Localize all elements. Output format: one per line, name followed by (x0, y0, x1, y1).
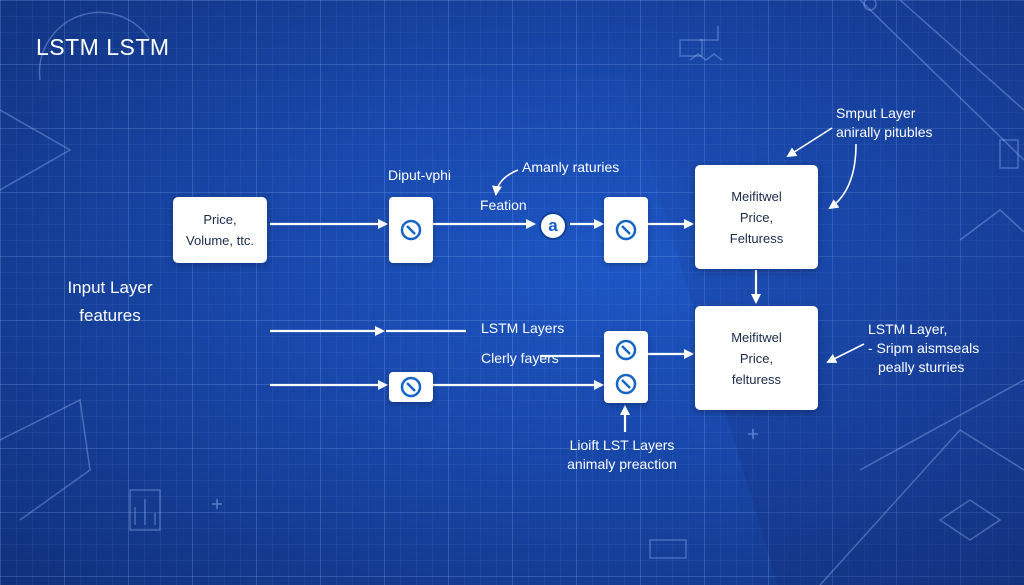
arrow-smput-curve (828, 143, 857, 210)
lioift-line1: Lioift LST Layers (569, 437, 675, 453)
no-entry-icon (400, 376, 422, 398)
label-feation: Feation (480, 197, 527, 213)
lstm-right-line3: peally sturries (878, 359, 965, 375)
lstm-right-line1: LSTM Layer, (868, 321, 948, 337)
smput-line2: anirally pitubles (836, 124, 933, 140)
output-bottom-line1: Meifitwel (731, 329, 782, 345)
lstm-right-line2: - Sripm aismseals (868, 340, 980, 356)
output-bottom-line2: Price, (739, 350, 774, 366)
output-top-line1: Meifitwel (731, 188, 782, 204)
smput-line1: Smput Layer (836, 105, 916, 121)
no-entry-icon (615, 219, 637, 241)
page-title: LSTM LSTM (36, 34, 170, 60)
lstm-node-2 (604, 197, 648, 263)
label-smput-layer: Smput Layer anirally pitubles (836, 104, 933, 142)
output-top-line3: Felturess (729, 230, 784, 246)
output-top-line2: Price, (739, 209, 774, 225)
input-features-box: Price, Volume, ttc. (173, 197, 267, 263)
no-entry-icon (615, 339, 637, 361)
arrow-smput (786, 127, 833, 158)
lioift-line2: animaly preaction (567, 456, 677, 472)
input-layer-side-label: Input Layer features (50, 274, 170, 330)
label-clerly-fayers: Clerly fayers (481, 350, 559, 366)
lstm-node-stack (604, 331, 648, 403)
no-entry-icon (615, 373, 637, 395)
no-entry-icon (400, 219, 422, 241)
input-layer-side-line2: features (79, 306, 141, 325)
input-box-line2: Volume, ttc. (186, 233, 254, 248)
label-diput-vphi: Diput-vphi (388, 167, 452, 183)
output-bottom-line3: felturess (731, 371, 782, 387)
input-box-line1: Price, (203, 212, 237, 227)
lstm-node-row3 (389, 372, 433, 402)
label-lstm-layers: LSTM Layers (481, 320, 565, 336)
output-box-top: Meifitwel Price, Felturess (695, 165, 818, 269)
arrow-lstm-right (826, 343, 865, 363)
arrow-amanly (492, 169, 519, 196)
lstm-node-1 (389, 197, 433, 263)
label-lstm-layer-right: LSTM Layer, - Sripm aismseals peally stu… (868, 320, 979, 377)
at-sign-icon: a (539, 212, 567, 240)
label-lioift: Lioift LST Layers animaly preaction (552, 436, 692, 474)
output-box-bottom: Meifitwel Price, felturess (695, 306, 818, 410)
label-amanly-raturies: Amanly raturies (522, 159, 620, 175)
input-layer-side-line1: Input Layer (67, 278, 153, 297)
